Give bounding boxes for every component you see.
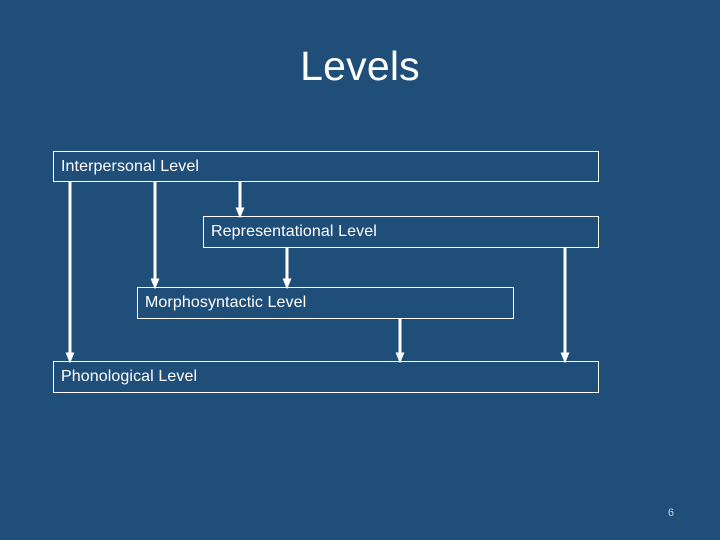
level-label-phonological: Phonological Level	[61, 368, 198, 385]
level-box-morphosyntactic: Morphosyntactic Level	[137, 287, 514, 319]
level-box-phonological: Phonological Level	[53, 361, 599, 393]
level-box-representational: Representational Level	[203, 216, 599, 248]
level-label-representational: Representational Level	[211, 223, 377, 240]
page-title: Levels	[300, 43, 420, 89]
level-label-interpersonal: Interpersonal Level	[61, 157, 199, 175]
page-number: 6	[667, 507, 674, 519]
level-label-morphosyntactic: Morphosyntactic Level	[145, 294, 307, 311]
level-box-interpersonal: Interpersonal Level	[53, 151, 599, 182]
